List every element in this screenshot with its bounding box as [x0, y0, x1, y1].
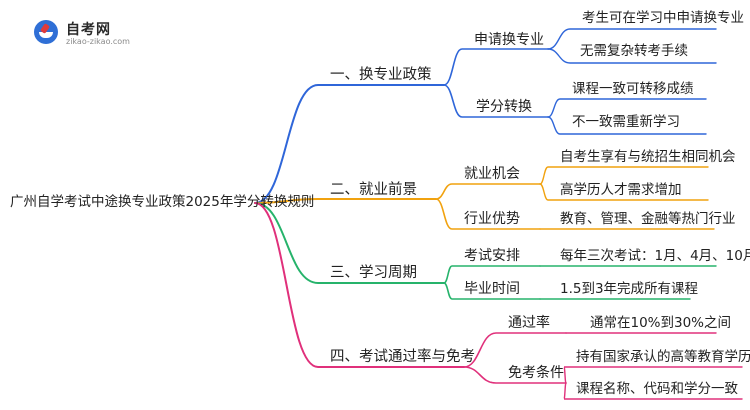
graduation-cap-icon — [34, 20, 58, 44]
leaf-equal-opportunity: 自考生享有与统招生相同机会 — [560, 149, 736, 165]
connector-node-to-leaf — [539, 183, 709, 201]
logo-url: zikao-zikao.com — [66, 37, 130, 46]
branch-study-period: 三、学习周期 — [330, 265, 417, 281]
leaf-no-complex-procedure: 无需复杂转考手续 — [580, 43, 688, 59]
connector-branch-to-node — [443, 282, 541, 300]
logo-name: 自考网 — [66, 22, 111, 38]
node-credit-transfer: 学分转换 — [476, 99, 532, 115]
leaf-hot-industries: 教育、管理、金融等热门行业 — [560, 211, 736, 227]
site-logo: 自考网 zikao-zikao.com — [34, 18, 144, 50]
node-industry-advantage: 行业优势 — [464, 211, 520, 227]
leaf-different-relearn: 不一致需重新学习 — [572, 114, 680, 130]
node-exemption: 免考条件 — [508, 365, 564, 381]
connector-root-to-branch — [254, 84, 445, 204]
connector-node-to-leaf — [547, 98, 707, 118]
connector-branch-to-node — [435, 183, 541, 200]
leaf-course-match: 课程名称、代码和学分一致 — [576, 381, 738, 397]
leaf-three-exams: 每年三次考试：1月、4月、10月 — [560, 248, 750, 264]
connector-root-to-branch — [254, 202, 445, 284]
connector-node-to-leaf — [547, 116, 707, 135]
connector-branch-to-node — [443, 265, 541, 284]
connector-node-to-leaf — [547, 48, 717, 64]
leaf-graduation-span: 1.5到3年完成所有课程 — [560, 281, 699, 297]
leaf-recognized-degree: 持有国家承认的高等教育学历 — [576, 349, 750, 365]
root-topic: 广州自学考试中途换专业政策2025年学分转换规则 — [10, 194, 315, 210]
node-apply-change: 申请换专业 — [474, 32, 544, 48]
branch-pass-rate: 四、考试通过率与免考 — [330, 349, 475, 365]
branch-career: 二、就业前景 — [330, 182, 417, 198]
connector-node-to-leaf — [539, 166, 709, 185]
connector-branch-to-node — [443, 84, 549, 118]
connector-root-to-branch — [254, 198, 437, 204]
leaf-demand-increase: 高学历人才需求增加 — [560, 182, 682, 198]
node-job-opportunity: 就业机会 — [464, 166, 520, 182]
connector-root-to-branch — [254, 202, 465, 368]
leaf-same-course-transfer: 课程一致可转移成绩 — [572, 81, 694, 97]
connector-branch-to-node — [463, 366, 567, 384]
connector-node-to-leaf — [563, 366, 743, 384]
connector-node-to-leaf — [547, 28, 717, 50]
connector-node-to-leaf — [563, 382, 743, 400]
node-exam-schedule: 考试安排 — [464, 248, 520, 264]
node-pass-rate: 通过率 — [508, 315, 550, 331]
branch-policy: 一、换专业政策 — [330, 67, 432, 83]
leaf-apply-during-study: 考生可在学习中申请换专业 — [582, 10, 744, 26]
connector-branch-to-node — [463, 332, 567, 368]
node-graduation-time: 毕业时间 — [464, 281, 520, 297]
leaf-pass-rate-range: 通常在10%到30%之间 — [590, 315, 732, 331]
connector-branch-to-node — [443, 48, 549, 86]
connector-branch-to-node — [435, 198, 541, 230]
